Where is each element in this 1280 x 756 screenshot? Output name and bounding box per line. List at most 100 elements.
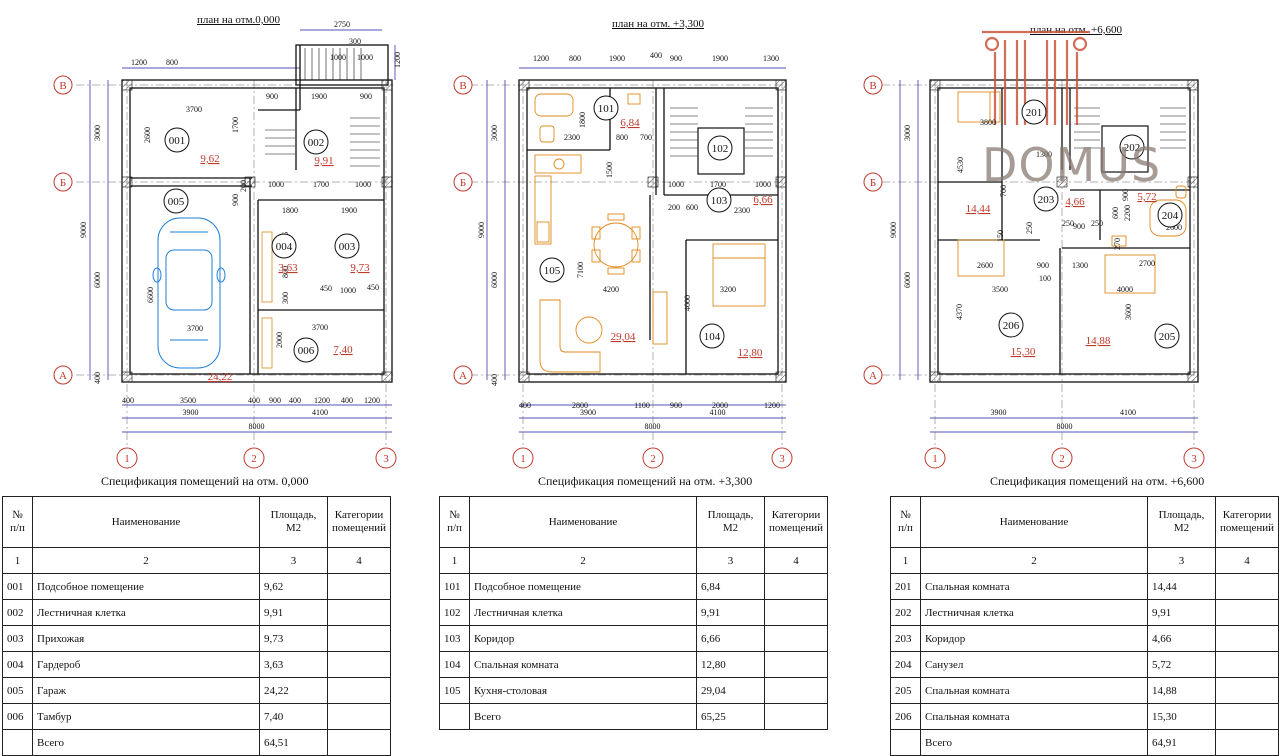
plan-0 [76, 29, 396, 445]
dimension-label: 250 [1062, 219, 1074, 228]
spec-cell: Санузел [920, 651, 1148, 678]
dimension-label: 800 [569, 54, 581, 63]
spec-cell: 9,73 [259, 625, 328, 652]
grid-row-marker [863, 75, 883, 95]
dimension-label: 900 [670, 54, 682, 63]
dimension-label: 1100 [634, 401, 650, 410]
room-number-marker-label: 201 [1026, 107, 1043, 119]
room-number-marker [699, 323, 725, 349]
dimension-label: 2700 [1139, 259, 1155, 268]
spec-cell: Подсобное помещение [32, 573, 260, 600]
room-number-marker-label: 004 [276, 241, 293, 253]
dimension-label: 600 [1111, 207, 1120, 219]
dimension-label: 400 [93, 372, 102, 384]
room-number-marker [1157, 202, 1183, 228]
dimension-label: 2200 [1123, 205, 1132, 221]
grid-col-marker-label: 2 [251, 453, 257, 465]
grid-col-marker [1183, 447, 1205, 469]
dimension-label: 4200 [603, 285, 619, 294]
spec-cell: 3,63 [259, 651, 328, 678]
grid-col-marker [243, 447, 265, 469]
spec-cell: Подсобное помещение [469, 573, 697, 600]
room-number-marker [706, 187, 732, 213]
dimension-label: 4100 [1120, 408, 1136, 417]
room-number-marker-label: 101 [598, 103, 615, 115]
room-number-marker-label: 001 [169, 135, 186, 147]
spec-cell: 14,44 [1147, 573, 1216, 600]
dimension-label: 300 [349, 37, 361, 46]
room-number-marker [593, 95, 619, 121]
dimension-label: 6600 [146, 287, 155, 303]
spec-cell [1215, 573, 1279, 600]
spec-cell: Тамбур [32, 703, 260, 730]
grid-row-marker [53, 365, 73, 385]
spec-index-cell: 3 [259, 547, 328, 574]
dimension-label: 1500 [605, 162, 614, 178]
dimension-label: 1200 [393, 52, 402, 68]
dimension-label: 2600 [143, 127, 152, 143]
dimension-label: 1200 [364, 396, 380, 405]
dimension-label: 250 [1025, 222, 1034, 234]
room-number-marker [1119, 134, 1145, 160]
grid-col-marker-label: 2 [1059, 453, 1065, 465]
spec-header-cell: Наименование [920, 496, 1148, 548]
domus-logo-text: DOMUS [982, 138, 1162, 192]
spec-cell: Лестничная клетка [32, 599, 260, 626]
dimension-label: 4100 [710, 408, 726, 417]
spec-cell: 104 [439, 651, 470, 678]
dimension-label: 400 [341, 396, 353, 405]
room-area: 9,91 [314, 155, 333, 167]
dimension-label: 1000 [330, 53, 346, 62]
spec-cell: 7,40 [259, 703, 328, 730]
room-area: 14,44 [966, 203, 991, 215]
room-area: 24,22 [208, 371, 233, 383]
dimension-label: 1200 [764, 401, 780, 410]
grid-row-marker [863, 365, 883, 385]
dimension-label: 4000 [1117, 285, 1133, 294]
spec-index-cell: 4 [764, 547, 828, 574]
spec-cell: Всего [32, 729, 260, 756]
dimension-label: 1900 [609, 54, 625, 63]
spec-cell: Гараж [32, 677, 260, 704]
spec-cell [327, 599, 391, 626]
dimension-label: 300 [281, 292, 290, 304]
dimension-label: 1000 [755, 180, 771, 189]
spec-cell [1215, 651, 1279, 678]
grid-row-marker-label: В [869, 80, 876, 92]
spec-cell [327, 729, 391, 756]
spec-cell: Всего [920, 729, 1148, 756]
spec-cell [764, 703, 828, 730]
dimension-label: 3700 [186, 105, 202, 114]
spec-cell: Спальная комната [920, 573, 1148, 600]
spec-cell: 003 [2, 625, 33, 652]
dimension-label: 1200 [131, 58, 147, 67]
spec-title-1: Спецификация помещений на отм. +3,300 [538, 474, 753, 488]
dimension-label: 7100 [576, 262, 585, 278]
room-number-marker-label: 002 [308, 137, 325, 149]
dimension-label: 4530 [956, 157, 965, 173]
grid-row-marker [453, 365, 473, 385]
spec-header-cell: Площадь, М2 [696, 496, 765, 548]
spec-cell: Лестничная клетка [920, 599, 1148, 626]
dimension-label: 1900 [311, 92, 327, 101]
dimension-label: 450 [367, 283, 379, 292]
dimension-label: 900 [269, 396, 281, 405]
grid-row-marker [453, 75, 473, 95]
spec-index-cell: 1 [439, 547, 470, 574]
spec-cell: Коридор [920, 625, 1148, 652]
dimension-label: 1000 [268, 180, 284, 189]
dimension-label: 1300 [1036, 150, 1052, 159]
spec-cell [1215, 703, 1279, 730]
dimension-label: 800 [166, 58, 178, 67]
dimension-label: 1900 [712, 54, 728, 63]
spec-header-cell: Площадь, М2 [1147, 496, 1216, 548]
dimension-label: 6000 [490, 272, 499, 288]
grid-col-marker-label: 3 [779, 453, 785, 465]
spec-cell: 24,22 [259, 677, 328, 704]
